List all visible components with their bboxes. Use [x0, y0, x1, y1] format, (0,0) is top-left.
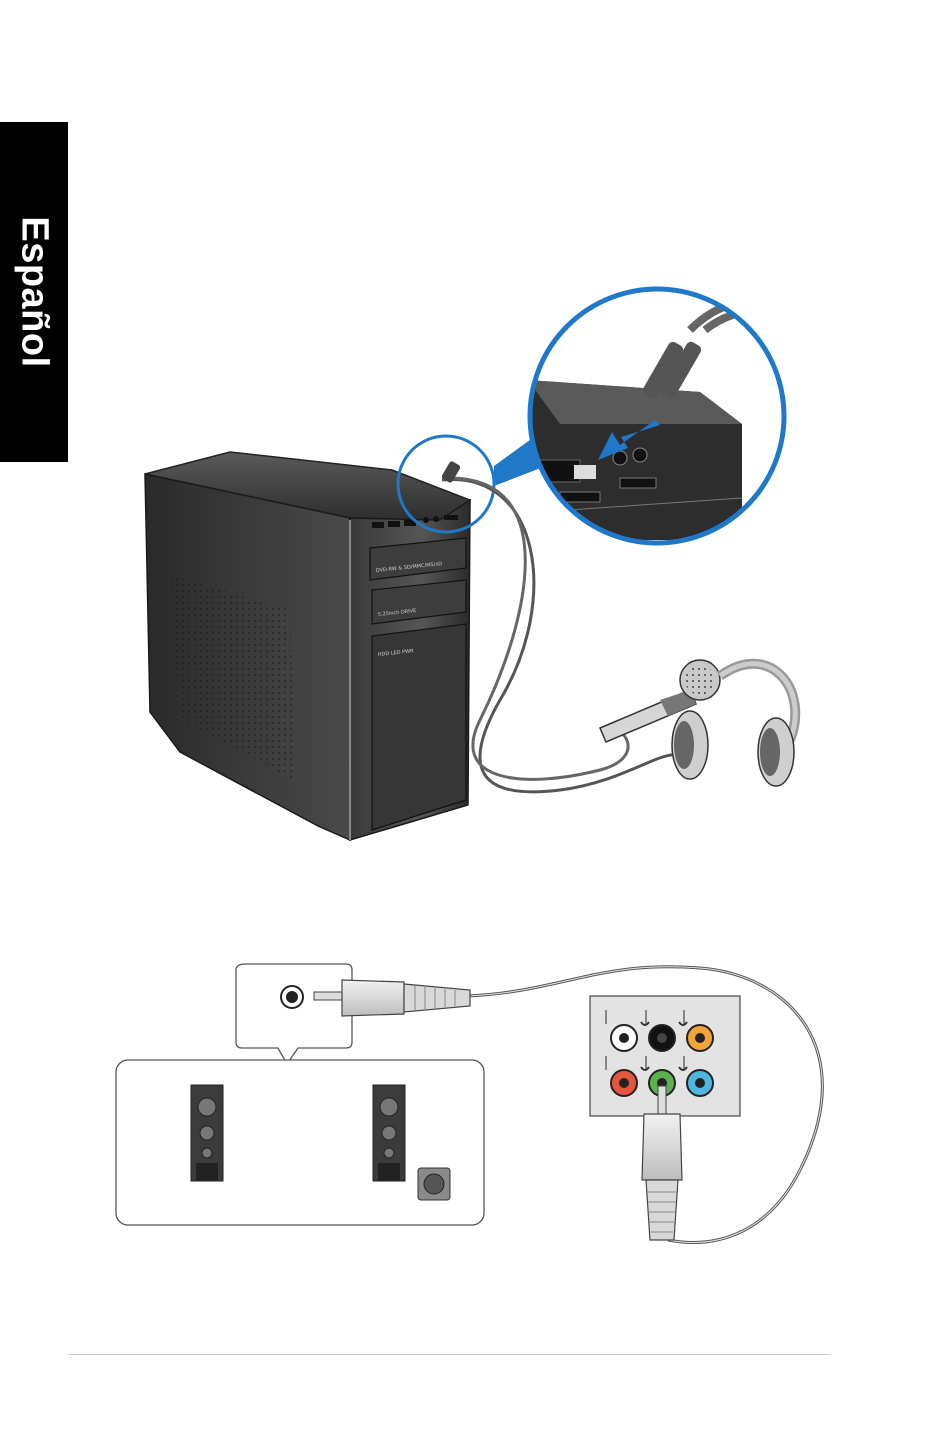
- subwoofer-icon: [418, 1168, 450, 1200]
- speaker-icon: [191, 1085, 223, 1181]
- pc-tower: DVD-RW & SD/MMC/MS/xD 5.25inch DRIVE HDD…: [145, 452, 470, 840]
- zoom-detail: [528, 289, 784, 543]
- speaker-icon: [373, 1085, 405, 1181]
- jack-callout: [236, 964, 352, 1064]
- footer-rule: [68, 1354, 830, 1355]
